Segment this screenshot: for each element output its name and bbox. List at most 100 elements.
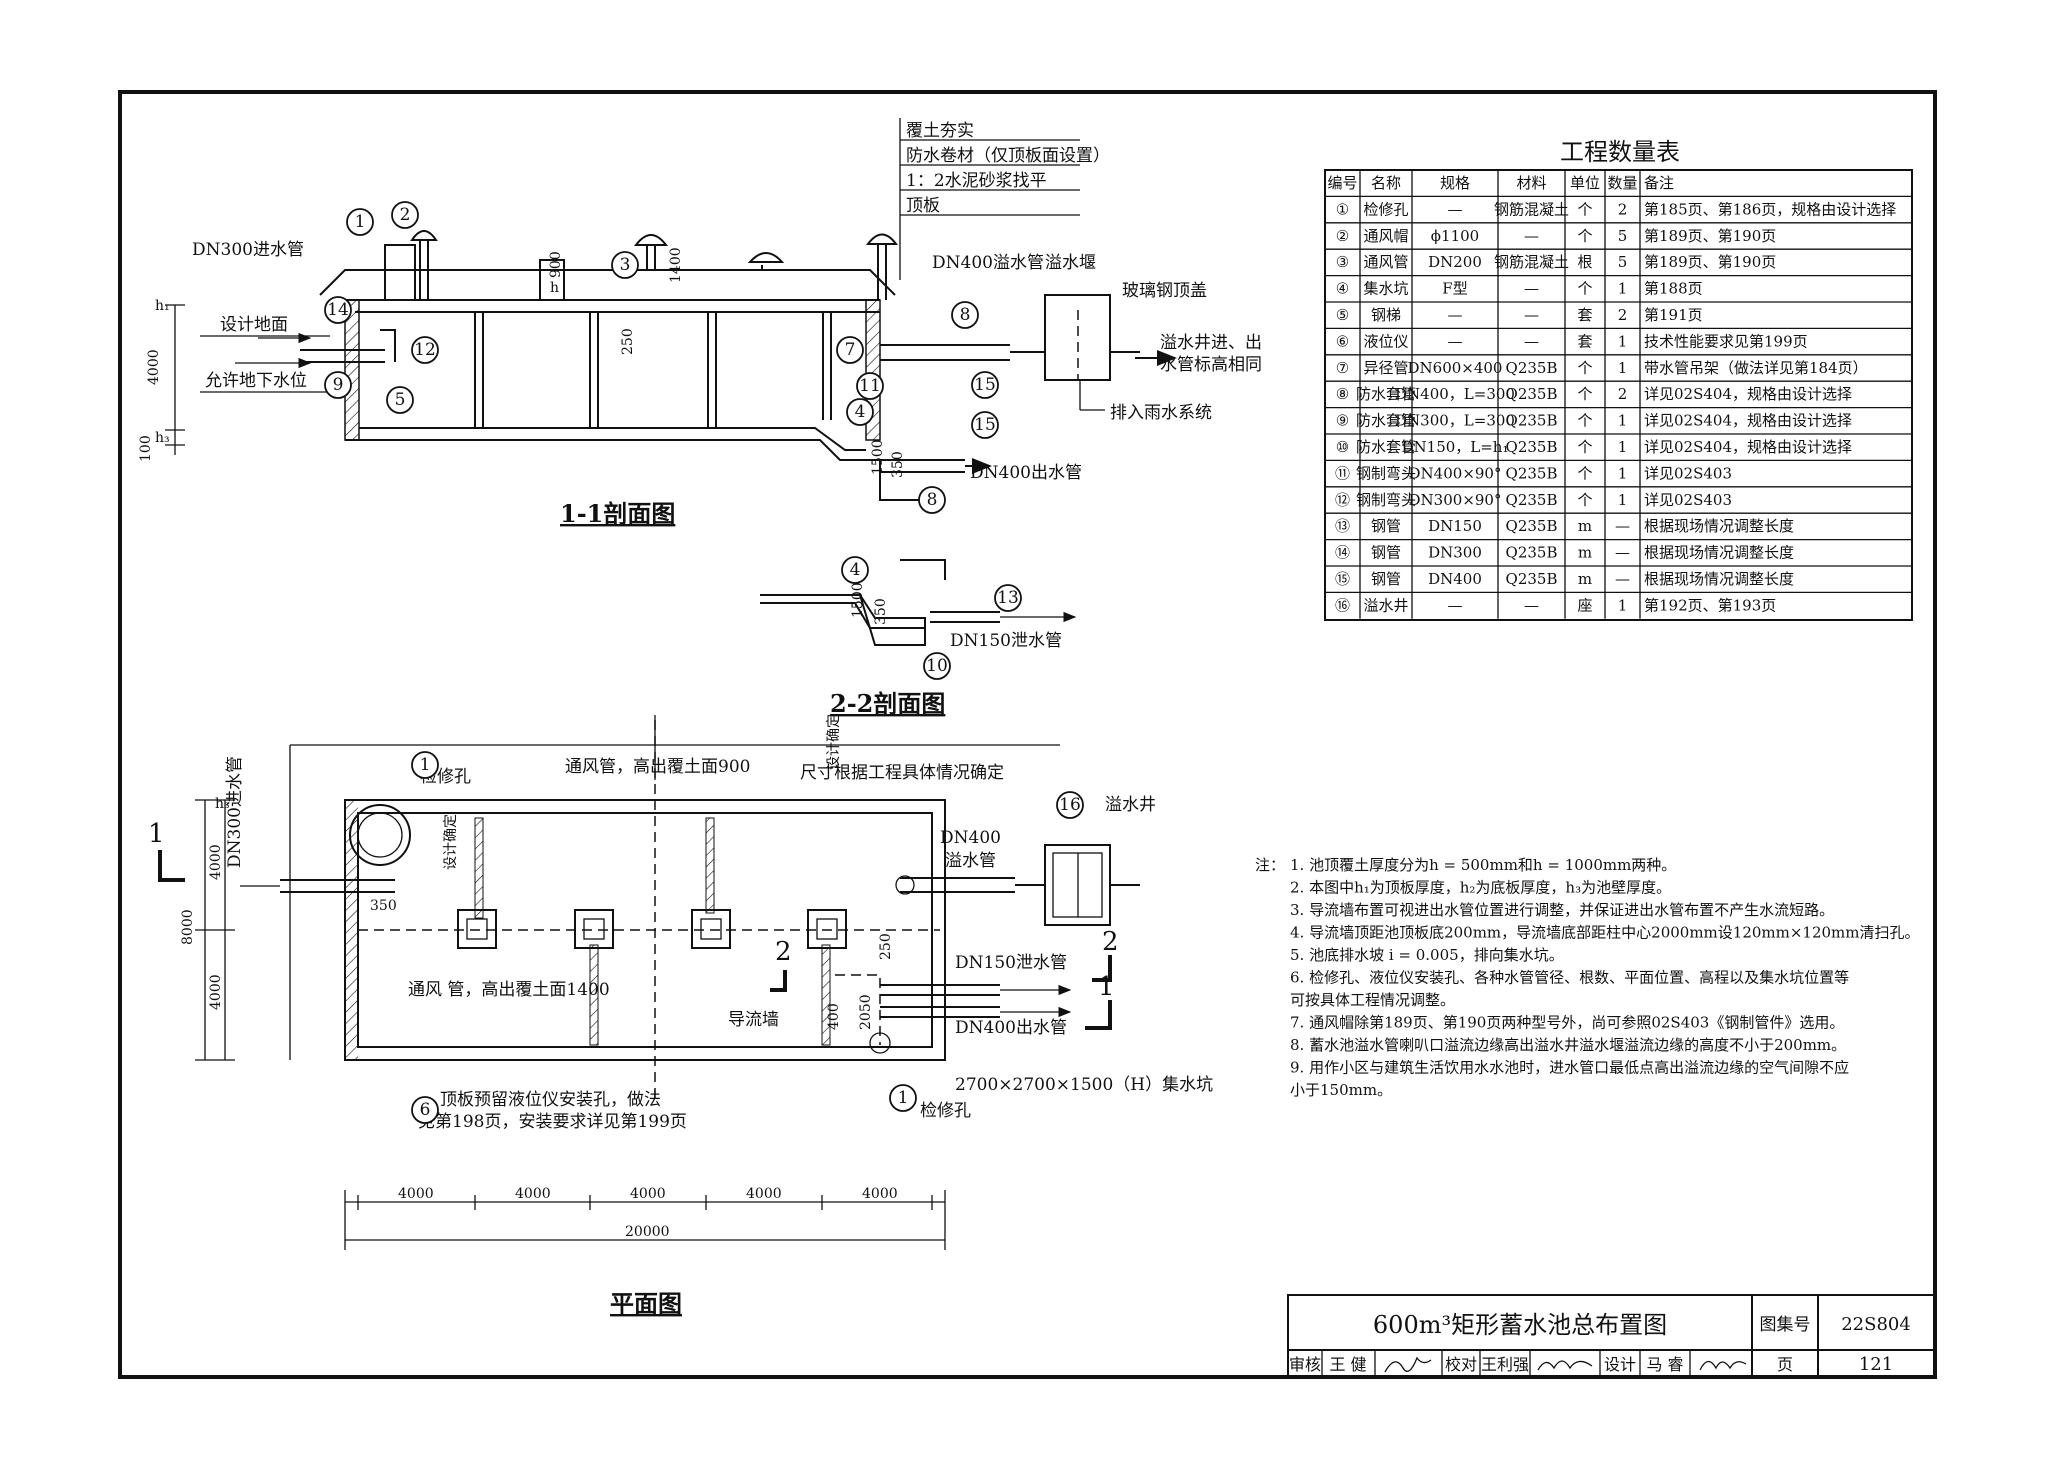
- table-cell: DN400×90°: [1409, 464, 1502, 482]
- table-cell: —: [1524, 280, 1539, 298]
- overflow-well-note-2: 水管标高相同: [1160, 355, 1262, 375]
- svg-text:8: 8: [960, 305, 971, 325]
- layer-1: 覆土夯实: [906, 121, 974, 141]
- table-cell: ②: [1336, 227, 1349, 245]
- plan-title: 平面图: [610, 1289, 682, 1318]
- dim-h: h: [550, 280, 559, 296]
- table-cell: Q235B: [1506, 517, 1558, 535]
- table-cell: DN600×400: [1408, 359, 1503, 377]
- table-cell: ⑫: [1335, 491, 1350, 509]
- overflow-a: DN400: [940, 828, 1001, 848]
- table-cell: —: [1524, 227, 1539, 245]
- design-label: 设计: [1604, 1355, 1636, 1374]
- sec-2-left: 2: [775, 937, 792, 967]
- table-cell: 第188页: [1644, 280, 1703, 298]
- table-cell: ①: [1336, 200, 1349, 218]
- page-label: 页: [1777, 1355, 1793, 1374]
- table-cell: —: [1524, 332, 1539, 350]
- table-cell: ⑥: [1336, 332, 1349, 350]
- total-dim: 20000: [625, 1224, 670, 1240]
- checker: 王利强: [1481, 1355, 1529, 1374]
- callout-4a: 4: [846, 398, 874, 426]
- table-cell: —: [1448, 596, 1463, 614]
- plan-outlet-label: DN400出水管: [955, 1018, 1067, 1038]
- callout-15b: 15: [971, 411, 999, 439]
- table-cell: ⑧: [1336, 385, 1349, 403]
- sheet-border: [118, 90, 1937, 1379]
- tank-floor: [345, 439, 940, 501]
- svg-text:15: 15: [974, 375, 996, 395]
- plan-view: 4000 4000 8000 h₃ 4000 4000 4000 4000 40…: [148, 714, 1213, 1318]
- columns: [474, 312, 832, 428]
- table-cell: DN400: [1428, 570, 1482, 588]
- plan-dim-400: 400: [826, 1003, 842, 1030]
- section-1-1: 覆土夯实 防水卷材（仅顶板面设置） 1：2水泥砂浆找平 顶板: [138, 118, 1262, 528]
- callout-7: 7: [836, 336, 864, 364]
- note-line: 2. 本图中h₁为顶板厚度，h₂为底板厚度，h₃为池壁厚度。: [1290, 879, 1671, 897]
- table-header-cell: 编号: [1327, 174, 1357, 192]
- table-header-cell: 单位: [1570, 174, 1600, 192]
- table-cell: m: [1578, 517, 1592, 535]
- dim-100: 100: [138, 435, 154, 462]
- table-cell: 第189页、第190页: [1644, 227, 1776, 245]
- plan-manhole: [349, 804, 411, 866]
- reviewer-signature: [1384, 1356, 1432, 1373]
- table-cell: F型: [1442, 280, 1467, 298]
- vent-caps: [384, 230, 898, 301]
- layer-4: 顶板: [906, 196, 940, 216]
- table-cell: 带水管吊架（做法详见第184页）: [1644, 359, 1868, 377]
- check-label: 校对: [1445, 1355, 1477, 1374]
- table-cell: DN300: [1428, 544, 1482, 562]
- svg-text:5: 5: [395, 390, 406, 410]
- plan-dim-8000: 8000: [180, 909, 196, 945]
- table-cell: 防水套管: [1356, 438, 1416, 456]
- table-cell: 根据现场情况调整长度: [1644, 570, 1794, 588]
- design-det-1: 设计确定: [443, 814, 459, 870]
- table-cell: 防水套管: [1356, 412, 1416, 430]
- callout-12: 12: [411, 336, 439, 364]
- table-cell: ⑬: [1335, 517, 1350, 535]
- table-cell: ⑤: [1336, 306, 1349, 324]
- table-cell: 1: [1618, 359, 1628, 377]
- dim-350: 350: [890, 451, 906, 478]
- table-cell: ⑭: [1335, 544, 1350, 562]
- note-line: 8. 蓄水池溢水管喇叭口溢流边缘高出溢水井溢水堰溢流边缘的高度不小于200mm。: [1290, 1036, 1846, 1054]
- table-cell: 1: [1618, 438, 1628, 456]
- overflow-well-label: 溢水井: [1105, 795, 1156, 815]
- dim-250: 250: [620, 328, 636, 355]
- dim-900: 900: [548, 251, 564, 278]
- table-header-cell: 备注: [1644, 174, 1674, 192]
- callout-13: 13: [994, 584, 1022, 612]
- table-cell: —: [1524, 596, 1539, 614]
- svg-text:7: 7: [845, 340, 856, 360]
- notes-prefix: 注：: [1255, 856, 1285, 874]
- table-cell: 详见02S404，规格由设计选择: [1644, 438, 1852, 456]
- svg-text:1: 1: [355, 212, 366, 232]
- table-cell: 液位仪: [1363, 332, 1408, 350]
- table-cell: Q235B: [1506, 359, 1558, 377]
- callout-10: 10: [923, 652, 951, 680]
- sump-label: 2700×2700×1500（H）集水坑: [955, 1075, 1213, 1095]
- layer-2: 防水卷材（仅顶板面设置）: [906, 146, 1110, 166]
- table-cell: 通风帽: [1363, 227, 1408, 245]
- table-cell: 钢管: [1371, 570, 1401, 588]
- table-cell: 第192页、第193页: [1644, 596, 1776, 614]
- glass-cover-label: 玻璃钢顶盖: [1122, 281, 1207, 301]
- plan-dim-4000a: 4000: [208, 844, 224, 880]
- svg-text:4: 4: [850, 560, 861, 580]
- pipes: [300, 329, 1177, 474]
- table-cell: 2: [1618, 200, 1628, 218]
- overflow-b: 溢水管: [945, 851, 996, 871]
- svg-text:1: 1: [898, 1088, 909, 1108]
- table-cell: Q235B: [1506, 491, 1558, 509]
- overflow-pipe-label: DN400溢水管: [932, 253, 1044, 273]
- table-cell: 异径管: [1363, 359, 1408, 377]
- table-cell: 第191页: [1644, 306, 1703, 324]
- note-line: 4. 导流墙顶距池顶板底200mm，导流墙底部距柱中心2000mm设120mm×…: [1290, 924, 1920, 942]
- section-1-1-title: 1-1剖面图: [560, 499, 675, 528]
- callout-11: 11: [856, 372, 884, 400]
- plan-callout-1b: 1: [889, 1084, 917, 1112]
- weir-label: 溢水堰: [1045, 253, 1096, 273]
- callout-2: 2: [391, 201, 419, 229]
